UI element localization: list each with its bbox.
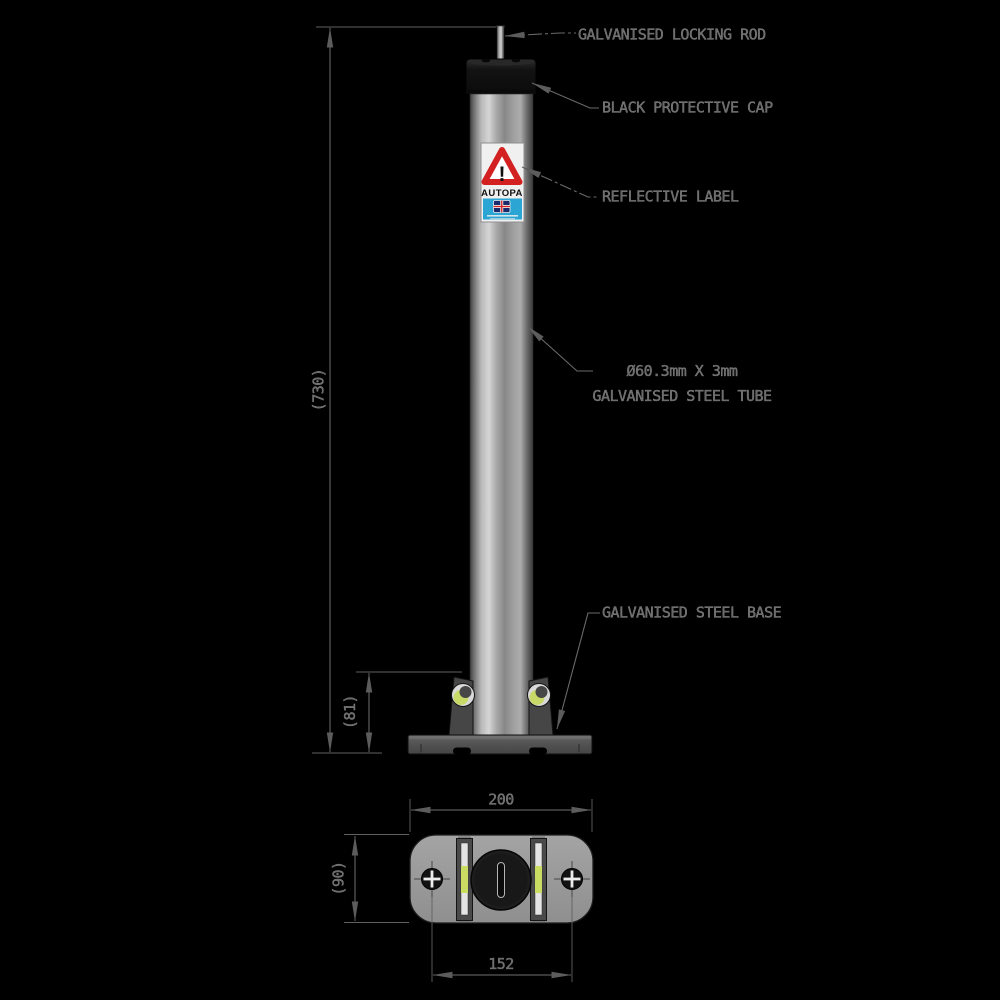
callout-reflective-label: REFLECTIVE LABEL [521, 166, 740, 206]
base-length-value: 200 [488, 791, 514, 809]
hinge-pin-right-center [535, 686, 548, 698]
callout-protective-cap-text: BLACK PROTECTIVE CAP [602, 99, 773, 117]
callout-steel-base-text: GALVANISED STEEL BASE [602, 604, 782, 622]
base-width-value: (90) [330, 861, 348, 895]
cap-detail-left [481, 58, 491, 63]
leader-line [556, 612, 600, 730]
leader-line [504, 31, 576, 39]
strip-highlight [461, 866, 468, 893]
hinge-height-dimension: (81) [341, 671, 462, 753]
callout-locking-rod-text: GALVANISED LOCKING ROD [578, 26, 766, 44]
strip-highlight [535, 866, 542, 893]
callout-tube-size-text: Ø60.3mm X 3mm [627, 362, 738, 380]
bolt-hole-right [554, 861, 590, 897]
bollard-front: ! AUTOPA [407, 25, 593, 755]
base-width-dimension: (90) [329, 834, 409, 923]
leader-line [531, 82, 599, 109]
hole-cross-h [423, 877, 441, 881]
cap-top-face [469, 59, 533, 66]
hinge-pin-left-center [459, 686, 472, 698]
base-length-dimension: 200 [409, 790, 593, 832]
leader-line [521, 166, 599, 198]
lock-slot [497, 862, 505, 898]
base-front [407, 734, 593, 755]
hinge-height-value: (81) [341, 695, 359, 729]
callout-reflective-label-text: REFLECTIVE LABEL [602, 188, 739, 206]
sticker-fineprint-line2 [490, 218, 515, 220]
base-top-highlight [409, 736, 591, 739]
cap-detail-right [511, 58, 521, 63]
leader-line [526, 325, 593, 372]
warning-exclamation: ! [499, 163, 506, 186]
base-plan-view: 200 [329, 790, 594, 982]
hole-cross-h [563, 877, 581, 881]
callout-steel-base: GALVANISED STEEL BASE [556, 603, 782, 730]
callout-protective-cap: BLACK PROTECTIVE CAP [531, 82, 774, 117]
callout-locking-rod: GALVANISED LOCKING ROD [504, 25, 767, 44]
cap-plan [470, 849, 532, 911]
callout-steel-tube: Ø60.3mm X 3mm GALVANISED STEEL TUBE [526, 325, 773, 405]
bolt-hole-left [414, 861, 450, 897]
overall-height-value: (730) [310, 369, 328, 412]
fixing-centres-dimension: 152 [431, 897, 573, 982]
callout-tube-material-text: GALVANISED STEEL TUBE [592, 387, 772, 405]
reflective-label-sticker: ! AUTOPA [480, 142, 525, 223]
locking-rod [496, 25, 505, 63]
hinge-assembly [448, 676, 554, 736]
brand-name: AUTOPA [481, 188, 523, 199]
fixing-centres-value: 152 [488, 955, 514, 973]
hinge-strip-left [456, 836, 473, 923]
warning-triangle-icon [481, 147, 523, 185]
overall-height-dimension: (730) [309, 26, 497, 754]
front-view: (730) (81) ! AUTOPA [309, 25, 782, 755]
cap-lip [466, 90, 536, 94]
hinge-strip-right [530, 836, 547, 923]
sticker-fineprint-line1 [487, 215, 518, 217]
base-notch-left [453, 747, 471, 755]
base-notch-right [529, 747, 547, 755]
